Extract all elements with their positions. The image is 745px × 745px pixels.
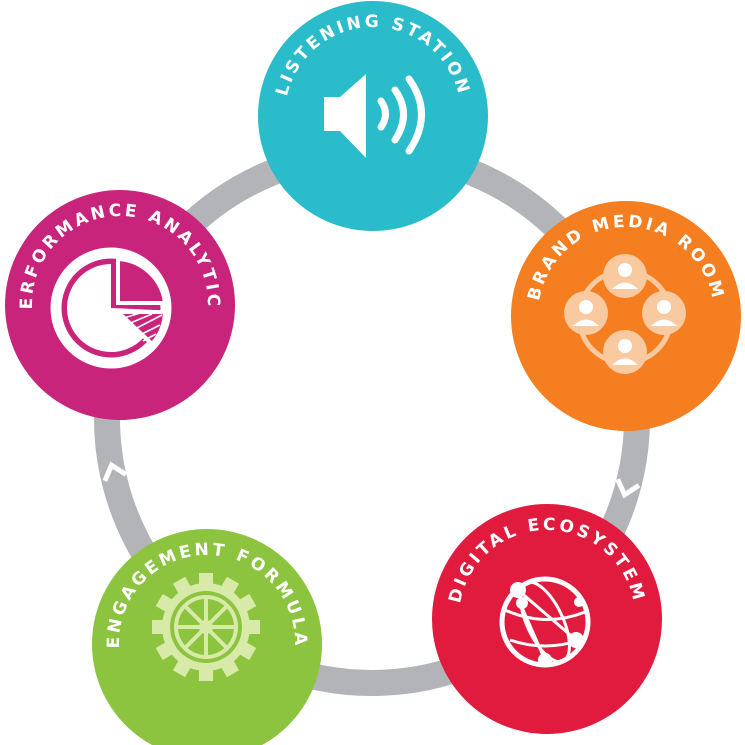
chevron-arrow-icon <box>542 166 564 188</box>
chevron-arrow-icon <box>359 642 378 668</box>
speaker-icon <box>324 74 425 158</box>
globe-network-icon <box>499 576 591 668</box>
chevron-arrow-icon <box>178 170 199 192</box>
node-listening-station: LISTENING STATION <box>258 1 488 231</box>
chevron-arrow-icon <box>102 461 128 482</box>
node-engagement-formula: ENGAGEMENT FORMULA <box>92 529 322 745</box>
flow-chevrons <box>102 166 641 668</box>
node-circle <box>511 201 741 431</box>
people-network-icon <box>564 254 686 374</box>
node-brand-media-room: BRAND MEDIA ROOM <box>511 201 741 431</box>
node-digital-ecosystem: DIGITAL ECOSYSTEM <box>432 504 662 734</box>
gear-icon <box>152 573 260 681</box>
node-circle <box>258 1 488 231</box>
chevron-arrow-icon <box>615 478 641 499</box>
pie-chart-icon <box>50 247 172 369</box>
